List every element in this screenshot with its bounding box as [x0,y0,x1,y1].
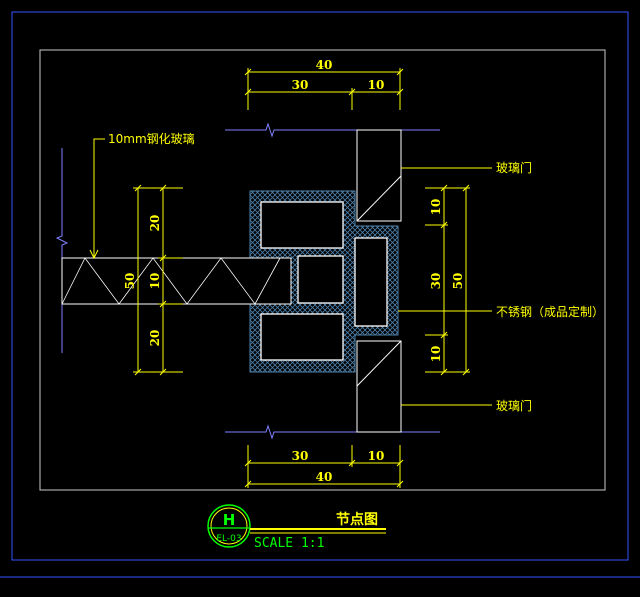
tag-code: EL-03 [216,534,241,544]
dim-left-middle: 10 [148,273,162,290]
drawing-scale: SCALE 1:1 [254,536,324,551]
glass-door-bottom [356,340,402,433]
tag-letter: H [223,511,236,529]
glass-door-top [356,129,402,222]
label-tempered-glass: 10mm钢化玻璃 [108,132,195,146]
drawing-frame [39,49,606,491]
sheet-frame [0,11,640,578]
section-tag: H EL-03 [207,504,251,548]
tempered-glass-panel [61,257,292,305]
title-underline [250,528,386,534]
dim-top-total: 40 [316,58,333,72]
dim-right-total: 50 [451,273,465,290]
dim-right-upper: 10 [429,199,443,216]
dim-bottom-left: 30 [292,449,309,463]
label-stainless-steel: 不锈钢（成品定制） [496,304,604,319]
dim-bottom-right: 10 [368,449,385,463]
dim-left-total: 50 [123,273,137,290]
dim-right-middle: 30 [429,273,443,290]
dim-bottom-total: 40 [316,470,333,484]
dim-top-right: 10 [368,78,385,92]
dim-left-lower: 20 [148,330,162,347]
dim-left-upper: 20 [148,215,162,232]
dim-right-lower: 10 [429,346,443,363]
drawing-title: 节点图 [336,511,378,528]
dim-top-left: 30 [292,78,309,92]
label-glass-door-top: 玻璃门 [496,160,532,175]
leader-lines [89,138,492,406]
label-glass-door-bottom: 玻璃门 [496,398,532,413]
dimension-lines [133,68,470,488]
stainless-steel-profile [249,190,399,373]
